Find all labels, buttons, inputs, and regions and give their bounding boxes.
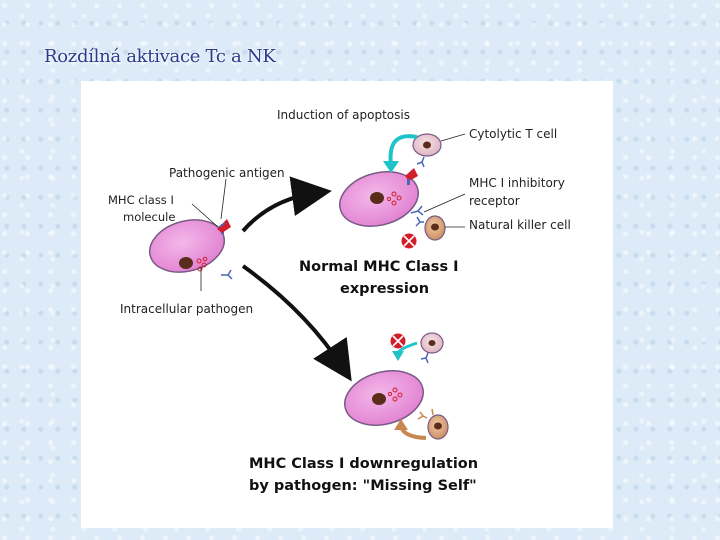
label-mhc-class-i-line2: molecule	[123, 210, 175, 224]
label-mhc-inhibitory-line2: receptor	[469, 194, 520, 208]
label-intracellular-pathogen: Intracellular pathogen	[120, 302, 253, 316]
label-induction-of-apoptosis: Induction of apoptosis	[277, 108, 410, 122]
label-normal-expression-line2: expression	[340, 281, 429, 297]
natural-killer-cell	[415, 215, 446, 241]
label-mhc-class-i-line1: MHC class I	[108, 193, 174, 207]
cytolytic-t-cell	[412, 133, 442, 168]
label-pathogenic-antigen: Pathogenic antigen	[169, 166, 285, 180]
label-normal-expression-line1: Normal MHC Class I	[299, 259, 459, 275]
label-downregulation-line2: by pathogen: "Missing Self"	[249, 478, 477, 494]
mhc-class-i-molecule-icon	[405, 168, 418, 185]
receptor-icon	[221, 269, 233, 280]
arrow-to-downregulation	[241, 264, 352, 382]
label-downregulation-line1: MHC Class I downregulation	[249, 456, 478, 472]
intracellular-pathogen-icon	[196, 256, 208, 272]
label-cytolytic-t-cell: Cytolytic T cell	[469, 127, 557, 141]
natural-killer-cell-active	[417, 408, 449, 440]
missing-self-target-cell	[344, 370, 424, 426]
mhc-class-i-molecule-icon	[217, 219, 231, 234]
apoptosis-arrow	[388, 134, 418, 166]
label-natural-killer-cell: Natural killer cell	[469, 218, 571, 232]
figure-panel: Pathogenic antigen MHC class I molecule …	[81, 81, 613, 528]
slide-title: Rozdílná aktivace Tc a NK	[44, 46, 276, 67]
arrow-to-normal	[241, 176, 332, 233]
mhc-nk-diagram: Pathogenic antigen MHC class I molecule …	[108, 108, 571, 494]
t-cell-blocked	[420, 332, 444, 364]
normal-target-cell	[339, 168, 424, 227]
infected-cell	[148, 219, 233, 280]
nucleus	[179, 257, 193, 269]
label-mhc-inhibitory-line1: MHC I inhibitory	[469, 176, 565, 190]
inhibition-icon	[390, 333, 406, 349]
inhibition-icon	[401, 233, 417, 249]
